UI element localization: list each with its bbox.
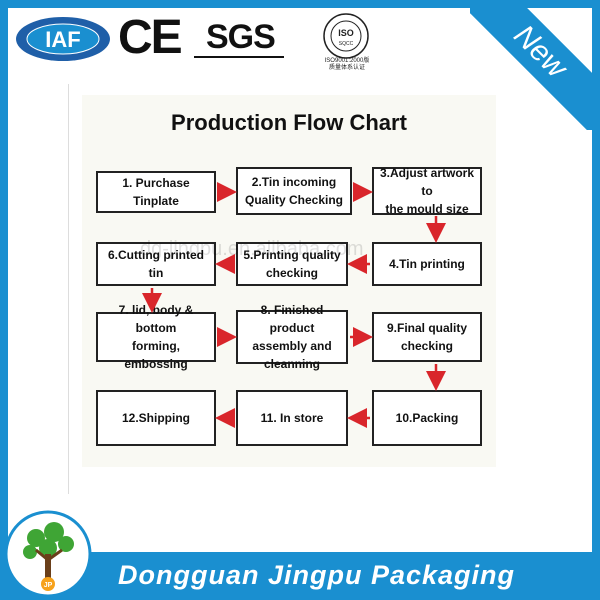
iso-caption-line-2: 质量体系认证: [328, 65, 365, 71]
ce-mark: CE: [118, 11, 183, 64]
chart-title: Production Flow Chart: [171, 110, 407, 135]
step-8-box: 8. Finished product assembly and cleanni…: [236, 303, 348, 371]
footer-bar: Dongguan Jingpu Packaging: [0, 552, 600, 600]
iso-caption-line-1: ISO9001:2000版: [324, 58, 370, 64]
step-6-box: 6.Cutting printed tin: [96, 242, 216, 286]
iso-sub-label: SQCC: [339, 41, 354, 47]
step-12-box: 12.Shipping: [96, 390, 216, 446]
iso-caption: ISO9001:2000版 质量体系认证: [312, 58, 382, 72]
step-2-box: 2.Tin incoming Quality Checking: [236, 167, 352, 215]
step-9-box: 9.Final quality checking: [372, 312, 482, 362]
step-11-box: 11. In store: [236, 390, 348, 446]
iso-label: ISO: [338, 28, 354, 38]
frame-top: [0, 0, 600, 8]
logo-label: JP: [44, 582, 53, 589]
iaf-label: IAF: [45, 27, 80, 52]
step-10-box: 10.Packing: [372, 390, 482, 446]
frame-right: [592, 0, 600, 600]
sgs-logo: SGS: [194, 18, 288, 58]
step-3-box: 3.Adjust artwork to the mould size: [372, 166, 482, 216]
step-4-box: 4.Tin printing: [372, 242, 482, 286]
sgs-underline: [194, 56, 284, 58]
watermark: dg-jingpu.en.alibaba.com: [140, 238, 364, 260]
step-1-box: 1. Purchase Tinplate: [96, 171, 216, 213]
panel-divider: [68, 84, 69, 494]
iaf-logo-icon: IAF: [16, 17, 110, 61]
iso-seal-icon: ISO SQCC: [323, 13, 369, 59]
sgs-label: SGS: [206, 18, 276, 56]
company-logo-icon: JP: [4, 510, 92, 598]
company-name: Dongguan Jingpu Packaging: [118, 560, 516, 590]
frame-left: [0, 0, 8, 600]
